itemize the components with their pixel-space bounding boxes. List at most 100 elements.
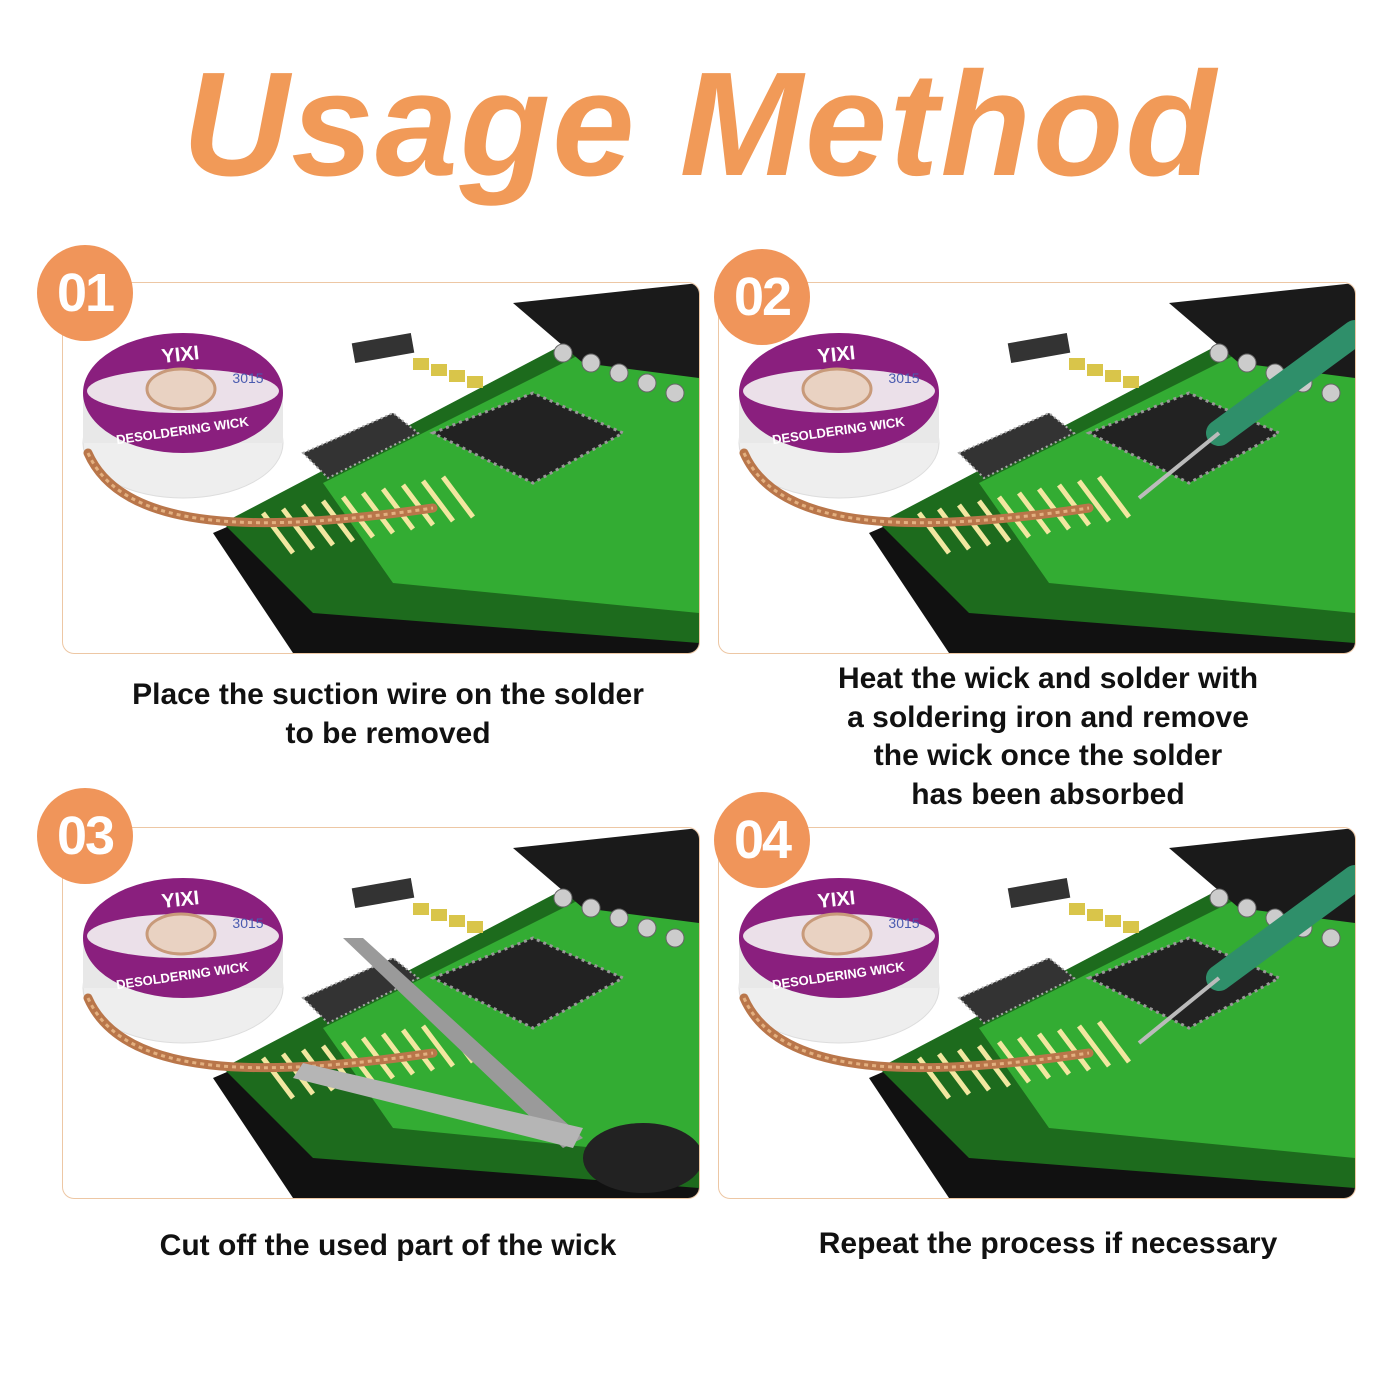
capacitor	[553, 343, 573, 363]
step-4-badge: 04	[714, 792, 810, 888]
connector	[1007, 877, 1071, 909]
capacitor	[1237, 353, 1257, 373]
ic-chip-small	[301, 411, 420, 480]
battery-block	[513, 828, 699, 923]
gold-component	[413, 903, 429, 915]
spool-brand-text: YIXI	[160, 342, 200, 368]
gold-component	[1123, 921, 1139, 933]
gold-component	[1069, 903, 1085, 915]
scissors-handle	[583, 1123, 699, 1193]
desoldering-wick-texture	[86, 452, 434, 525]
capacitor	[665, 383, 685, 403]
capacitor	[609, 363, 629, 383]
gold-component	[1069, 358, 1085, 370]
pcb-board-highlight	[323, 333, 699, 613]
solder-pad	[1077, 1024, 1111, 1068]
desoldering-wick-texture	[742, 452, 1090, 525]
gold-component	[467, 921, 483, 933]
gold-component	[1087, 364, 1103, 376]
capacitor	[637, 918, 657, 938]
solder-pad	[937, 507, 971, 551]
gold-component	[1087, 909, 1103, 921]
connector	[1007, 332, 1071, 364]
capacitor	[1237, 898, 1257, 918]
step-1-badge: 01	[37, 245, 133, 341]
ic-chip-small	[957, 411, 1076, 480]
connector	[351, 877, 415, 909]
caption-line: Place the suction wire on the solder	[132, 678, 644, 711]
soldering-iron-tip	[1137, 431, 1221, 500]
gold-component	[467, 376, 483, 388]
soldering-iron-tip	[1137, 976, 1221, 1045]
capacitor	[637, 373, 657, 393]
step-3-badge: 03	[37, 788, 133, 884]
spool-model-text: 3015	[232, 370, 263, 386]
capacitor	[581, 898, 601, 918]
caption-line: the wick once the solder	[873, 739, 1223, 772]
spool-brand-text: YIXI	[160, 887, 200, 913]
gold-component	[431, 909, 447, 921]
capacitor	[1321, 383, 1341, 403]
capacitor	[1209, 888, 1229, 908]
step-3-caption: Cut off the used part of the wick	[62, 1227, 714, 1266]
caption-line: Repeat the process if necessary	[818, 1227, 1278, 1260]
solder-pad	[1057, 483, 1091, 527]
battery-block	[513, 283, 699, 378]
spool-brand-text: YIXI	[816, 342, 856, 368]
soldering-iron-handle	[1206, 865, 1355, 991]
solder-pad	[1097, 1020, 1131, 1064]
gold-component	[1105, 915, 1121, 927]
step-1-caption: Place the suction wire on the solder to …	[62, 676, 714, 753]
chip	[429, 391, 627, 485]
gold-component	[1123, 376, 1139, 388]
spool-model-text: 3015	[232, 915, 263, 931]
caption-line: a soldering iron and remove	[847, 700, 1249, 734]
solder-pad	[281, 507, 315, 551]
spool-model-text: 3015	[888, 915, 919, 931]
gold-component	[1105, 370, 1121, 382]
gold-component	[449, 370, 465, 382]
scissors-blade-2	[293, 1063, 583, 1148]
ic-chip-small	[957, 956, 1076, 1025]
solder-pad	[441, 475, 475, 519]
caption-line: Cut off the used part of the wick	[159, 1229, 617, 1262]
capacitor	[581, 353, 601, 373]
solder-pad	[421, 1024, 455, 1068]
spool-hub	[801, 367, 873, 411]
spool-brand-text: YIXI	[816, 887, 856, 913]
spool-hub	[145, 367, 217, 411]
capacitor	[1209, 343, 1229, 363]
capacitor	[665, 928, 685, 948]
chip	[429, 936, 627, 1030]
step-4-caption: Repeat the process if necessary	[718, 1225, 1378, 1264]
capacitor	[609, 908, 629, 928]
gold-component	[413, 358, 429, 370]
solder-pad	[1057, 1028, 1091, 1072]
pcb-board-highlight	[323, 878, 699, 1158]
caption-line: Heat the wick and solder with	[837, 662, 1259, 695]
gold-component	[431, 364, 447, 376]
step-2-caption: Heat the wick and solder with a solderin…	[718, 660, 1378, 814]
page-title: Usage Method	[182, 42, 1218, 207]
solder-pad	[1077, 479, 1111, 523]
scissors-blade	[343, 938, 583, 1148]
solder-pad	[401, 483, 435, 527]
caption-line: to be removed	[285, 716, 491, 750]
step-2-badge: 02	[714, 249, 810, 345]
capacitor	[1321, 928, 1341, 948]
capacitor	[553, 888, 573, 908]
gold-component	[449, 915, 465, 927]
solder-pad	[937, 1052, 971, 1096]
soldering-iron-handle	[1206, 320, 1355, 446]
spool-hub	[801, 912, 873, 956]
connector	[351, 332, 415, 364]
solder-pad	[1097, 475, 1131, 519]
